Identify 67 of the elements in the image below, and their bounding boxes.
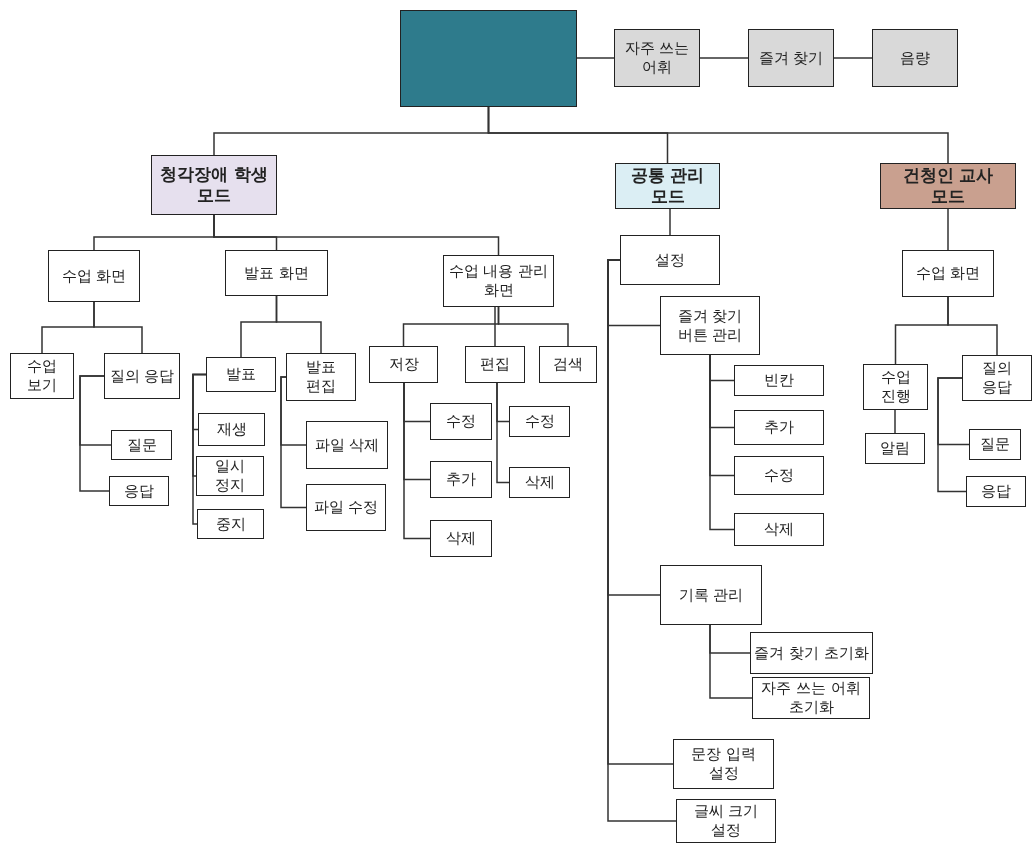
connector-line — [213, 214, 500, 256]
menu-box: 즐겨 찾기 버튼 관리 — [660, 296, 760, 355]
menu-box: 설정 — [620, 235, 720, 285]
connector-line — [275, 295, 322, 354]
connector-line — [709, 354, 735, 531]
menu-box: 발표 — [206, 357, 276, 392]
menu-box: 질문 — [969, 429, 1021, 460]
connector-line — [403, 382, 431, 540]
connector-line — [699, 57, 749, 59]
menu-box: 청각장애 학생 모드 — [151, 155, 277, 215]
connector-line — [669, 208, 671, 236]
menu-box: 질문 — [111, 430, 172, 460]
menu-box: 즐겨 찾기 초기화 — [750, 632, 873, 674]
connector-line — [487, 106, 949, 164]
connector-line — [833, 57, 873, 59]
menu-box: 수업 보기 — [10, 353, 74, 399]
menu-box: 알림 — [865, 433, 925, 464]
menu-box: 건청인 교사 모드 — [880, 163, 1016, 209]
menu-box: 파일 삭제 — [306, 421, 388, 469]
menu-box: 중지 — [197, 509, 264, 539]
menu-box: 발표 편집 — [286, 353, 356, 401]
connector-line — [192, 373, 207, 525]
menu-box: 공통 관리 모드 — [615, 163, 720, 209]
menu-box: 발표 화면 — [225, 250, 328, 296]
menu-box: 일시 정지 — [196, 456, 264, 496]
menu-box: 자주 쓰는 어휘 — [614, 29, 700, 87]
menu-box: 편집 — [465, 346, 525, 383]
menu-box: 음량 — [872, 29, 958, 87]
menu-box: 수정 — [734, 456, 824, 495]
menu-box: 즐겨 찾기 — [748, 29, 834, 87]
connector-line — [496, 382, 510, 484]
menu-box: 기록 관리 — [660, 565, 762, 625]
connector-line — [894, 409, 896, 434]
connector-line — [497, 306, 569, 347]
connector-line — [494, 306, 496, 347]
connector-line — [79, 375, 110, 492]
connector-line — [937, 377, 967, 493]
menu-box: 질의 응답 — [104, 353, 180, 399]
menu-box: 글씨 크기 설정 — [676, 799, 776, 843]
menu-box: 빈칸 — [734, 365, 824, 396]
menu-box: 수정 — [509, 406, 570, 437]
menu-box: 수정 — [430, 403, 492, 440]
menu-box: 수업 화면 — [48, 250, 140, 302]
menu-box: 저장 — [369, 346, 438, 383]
connector-line — [93, 301, 143, 354]
menu-box: 응답 — [966, 476, 1026, 507]
menu-box: 삭제 — [734, 513, 824, 546]
menu-box: 삭제 — [509, 467, 570, 498]
menu-box: 응답 — [109, 476, 169, 506]
menu-box: 질의 응답 — [962, 355, 1032, 401]
connector-line — [280, 376, 307, 509]
menu-box: 추가 — [734, 410, 824, 445]
connector-line — [576, 57, 615, 59]
header-box — [400, 10, 577, 107]
connector-line — [947, 296, 998, 356]
menu-box: 추가 — [430, 461, 492, 498]
menu-box: 자주 쓰는 어휘 초기화 — [752, 677, 870, 719]
menu-box: 수업 내용 관리 화면 — [443, 255, 554, 307]
connector-line — [709, 624, 753, 699]
menu-box: 문장 입력 설정 — [673, 739, 774, 789]
menu-box: 재생 — [198, 413, 265, 446]
menu-box: 파일 수정 — [306, 484, 386, 531]
menu-box: 수업 화면 — [902, 250, 994, 297]
menu-box: 검색 — [539, 346, 597, 383]
menu-box: 삭제 — [430, 520, 492, 557]
connector-line — [947, 208, 949, 251]
menu-box: 수업 진행 — [863, 364, 928, 410]
